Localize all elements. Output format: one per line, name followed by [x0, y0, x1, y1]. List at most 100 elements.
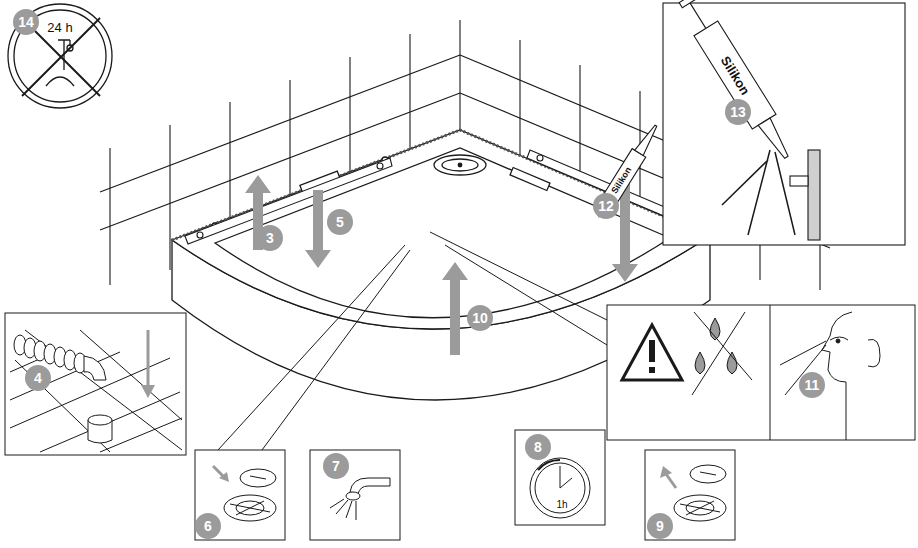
wait-one-hour-inset-part [538, 460, 560, 470]
action-arrows-part [305, 190, 331, 268]
silicone-gun-inset-part-part [690, 3, 706, 28]
shower-tray-part [172, 130, 710, 329]
no-shower-24h-inset [8, 4, 112, 108]
leader-lines [218, 232, 607, 450]
leak-check-inset-part [836, 339, 840, 343]
silicone-gun-inset-part-part [679, 0, 697, 8]
shower-tray-part [510, 168, 550, 191]
callout-number: 14 [18, 15, 34, 29]
callout-number: 8 [534, 440, 542, 454]
leak-check-inset-part [649, 340, 655, 362]
drain-cover-insert-inset-part [195, 450, 285, 540]
leak-check-inset-part [868, 339, 880, 367]
drain-cover-insert-inset-part [240, 469, 276, 487]
drain-cover-remove-inset-part [690, 465, 726, 483]
leak-check-inset [607, 305, 915, 440]
shower-tray-part [442, 159, 478, 171]
level-bars-part [197, 232, 203, 238]
callout-number: 5 [336, 215, 344, 229]
leak-check-inset-part [607, 305, 915, 440]
drain-cover-insert-inset-part [250, 476, 266, 479]
shower-head-inset-part [330, 499, 356, 520]
shower-head-inset-part [310, 450, 400, 540]
callout-circle: 3 [257, 225, 283, 251]
note-text: 1h [556, 500, 567, 510]
shower-head-inset-part [350, 478, 390, 494]
wait-one-hour-inset-part [530, 458, 590, 518]
callout-circle: 9 [647, 513, 673, 539]
silicone-cartridge [592, 121, 663, 221]
callout-circle: 14 [13, 9, 39, 35]
callout-number: 6 [204, 519, 212, 533]
no-shower-24h-inset-part [8, 4, 112, 108]
wall-tiles-part [169, 125, 170, 270]
callout-number: 9 [656, 519, 664, 533]
drain-cover-remove-inset-part [666, 474, 676, 488]
leader-lines-part [262, 250, 410, 450]
leak-check-inset-part [770, 305, 771, 440]
action-arrows-part [442, 262, 468, 355]
drain-cover-insert-inset-part [219, 472, 229, 482]
wait-one-hour-inset-part [515, 430, 605, 525]
drain-hose-inset [5, 313, 186, 455]
drain-cover-remove-inset-part [674, 495, 726, 521]
callout-circle: 6 [195, 513, 221, 539]
shower-tray-part [215, 148, 670, 318]
shower-tray-part [458, 163, 462, 167]
callout-circle: 13 [725, 99, 751, 125]
level-bars-part [537, 155, 543, 161]
wait-one-hour-inset-part [560, 478, 572, 488]
silicone-gun-inset-part [808, 150, 820, 240]
leader-lines-part [218, 245, 405, 450]
callout-circle: 4 [25, 365, 51, 391]
drain-hose-inset-part-part [88, 415, 112, 425]
note-text: 24 h [47, 21, 72, 34]
leader-lines-part [445, 245, 607, 345]
callout-number: 4 [34, 371, 42, 385]
silicone-gun-inset [663, 0, 905, 245]
drain-hose-inset-part-part [84, 356, 106, 380]
drain-hose-inset-part [14, 335, 112, 443]
callout-number: 12 [598, 199, 614, 213]
callout-number: 13 [730, 105, 746, 119]
drain-hose-inset-part [10, 330, 182, 452]
drain-cover-remove-inset-part [645, 450, 735, 540]
silicone-gun-inset-part [722, 150, 795, 235]
drain-cover-remove-inset [645, 450, 735, 540]
leader-lines-part [430, 232, 607, 320]
drain-hose-inset-part [5, 313, 186, 455]
shower-head-inset-part [346, 492, 360, 500]
wall-tiles-part [459, 20, 460, 140]
level-bars-part [377, 163, 383, 169]
leak-check-inset-part [649, 367, 655, 373]
drain-hose-inset-part [141, 385, 155, 398]
no-shower-24h-inset-part [46, 77, 74, 86]
leak-check-inset-part [695, 352, 705, 374]
callout-number: 3 [266, 231, 274, 245]
action-arrows [245, 168, 638, 355]
wait-one-hour-inset [515, 430, 605, 525]
drain-cover-insert-inset-part [230, 501, 270, 515]
wait-one-hour-inset-part [535, 463, 585, 513]
drain-cover-insert-inset [195, 450, 285, 540]
silicone-cartridge-part [592, 121, 663, 221]
leak-check-inset-part [727, 352, 737, 374]
wall-tiles-part [109, 148, 110, 285]
drain-cover-insert-inset-part [224, 495, 276, 521]
callout-number: 11 [805, 378, 820, 392]
drain-cover-remove-inset-part [680, 501, 720, 515]
callout-circle: 10 [467, 305, 493, 331]
callout-circle: 7 [323, 453, 349, 479]
silicone-gun-inset-part [675, 0, 798, 165]
shower-tray-part [434, 155, 486, 175]
leak-check-inset-part [692, 312, 752, 395]
silicone-gun-inset-part-part [694, 21, 776, 129]
no-shower-24h-inset-part [14, 10, 106, 102]
leak-check-inset-part [822, 312, 852, 440]
silicone-gun-inset-part [663, 3, 905, 245]
callout-number: 7 [332, 459, 340, 473]
callout-number: 10 [472, 311, 488, 325]
shower-head-inset [310, 450, 400, 540]
